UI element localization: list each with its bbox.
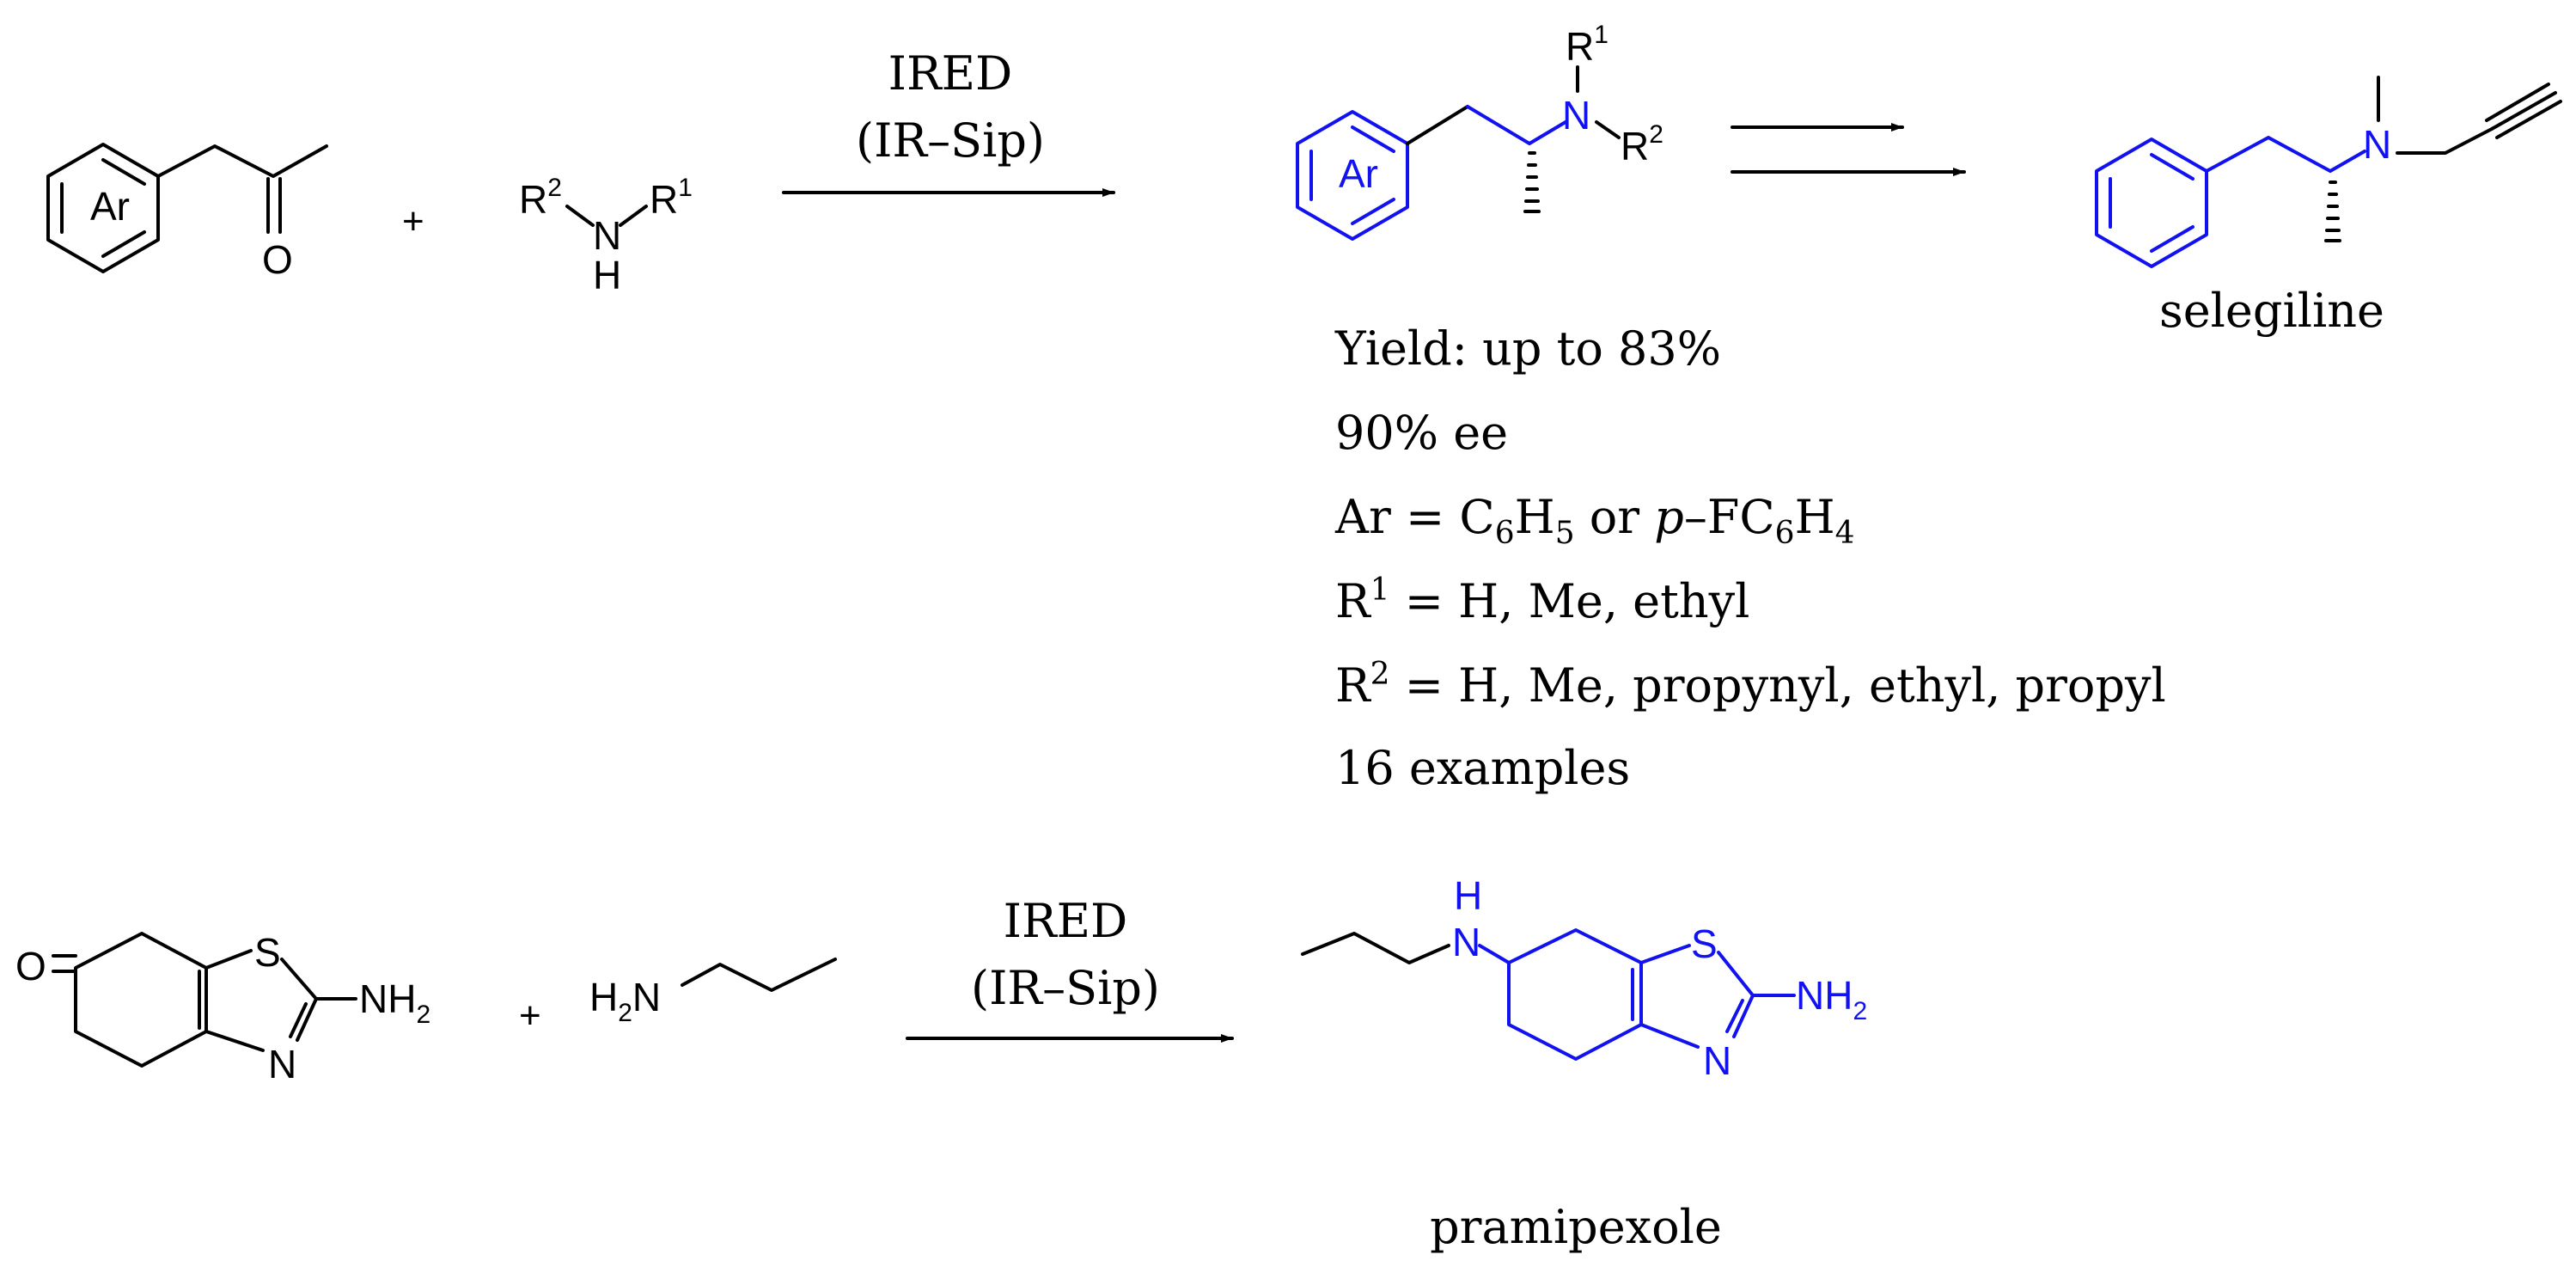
ketone-chain xyxy=(156,144,328,178)
amine-hydrogen: H xyxy=(593,253,621,297)
selegiline-name: selegiline xyxy=(2159,284,2384,338)
product-chain xyxy=(1466,105,1567,145)
product-selegiline: N selegiline xyxy=(2095,76,2562,338)
reaction-conditions: Yield: up to 83% 90% ee Ar = C6H5 or p–F… xyxy=(1334,321,2166,795)
product-r2: R2 xyxy=(1621,120,1663,168)
yield-line: Yield: up to 83% xyxy=(1334,321,1721,376)
amine-r1: R1 xyxy=(650,174,693,222)
ee-line: 90% ee xyxy=(1335,406,1508,460)
thiazole-sulfur: S xyxy=(1691,921,1718,966)
phenyl-ring xyxy=(2095,138,2208,268)
propyl-chain xyxy=(1301,932,1450,964)
examples-count: 16 examples xyxy=(1335,741,1630,795)
amine-r2: R2 xyxy=(519,174,562,222)
selegiline-chain xyxy=(2205,136,2366,173)
amine-bond xyxy=(619,205,648,227)
selegiline-nitrogen: N xyxy=(2363,122,2391,167)
propargyl-chain xyxy=(2396,127,2494,155)
thiazole-bond xyxy=(1639,1023,1700,1049)
plus-sign: + xyxy=(402,200,424,242)
catalyst-label: IRED xyxy=(888,46,1013,101)
cyclohexanone-ring xyxy=(74,932,208,1068)
amino-group: NH2 xyxy=(1796,973,1867,1025)
amine-nitrogen: N xyxy=(1452,920,1480,964)
triple-bond xyxy=(2495,100,2562,139)
catalyst-label: (IR–Sip) xyxy=(856,113,1045,168)
phenyl-ring-inner-bond xyxy=(2150,153,2194,181)
catalyst-label: (IR–Sip) xyxy=(971,961,1160,1015)
thiazole-bond xyxy=(204,949,253,970)
amine-nitrogen: N xyxy=(593,213,621,258)
catalyst-label: IRED xyxy=(1004,894,1128,948)
thiazole-sulfur: S xyxy=(254,930,281,975)
aryl-ring-inner-bond xyxy=(101,230,146,258)
carbonyl-oxygen: O xyxy=(15,944,46,988)
thiazole-bond xyxy=(280,958,318,1042)
phenyl-ring-inner-bond xyxy=(2150,225,2194,253)
product-amine: Ar N R1 R2 xyxy=(1296,21,1663,241)
amine-hydrogen: H xyxy=(1454,873,1482,918)
ring-label-ar: Ar xyxy=(90,184,130,229)
reactant-benzothiazolone: O S N NH2 xyxy=(15,930,430,1086)
pramipexole-name: pramipexole xyxy=(1430,1200,1722,1254)
thiazole-double-bond xyxy=(1725,999,1744,1033)
carbonyl-oxygen: O xyxy=(262,237,293,282)
n-r2-bond xyxy=(1595,120,1621,139)
thiazole-bond xyxy=(204,1030,265,1052)
amine-ring-bond xyxy=(1478,944,1511,964)
amino-group: NH2 xyxy=(359,976,430,1029)
r2-definition: R2 = H, Me, propynyl, ethyl, propyl xyxy=(1335,657,2166,713)
reactant-amine: R2 N H R1 xyxy=(519,174,693,297)
thiazole-bond xyxy=(1717,951,1755,1038)
reaction-arrow-2: IRED (IR–Sip) xyxy=(906,894,1234,1043)
product-r1: R1 xyxy=(1566,21,1608,69)
plus-sign: + xyxy=(519,995,541,1037)
product-chain xyxy=(1406,105,1469,145)
aryl-ring-inner-bond xyxy=(101,158,146,186)
thiazole-bond xyxy=(1639,944,1691,964)
propyl-chain xyxy=(681,958,837,992)
thiazole-nitrogen: N xyxy=(1703,1038,1731,1083)
thiazole-nitrogen: N xyxy=(268,1042,296,1086)
propylamine-nh2: H2N xyxy=(589,975,661,1027)
aryl-ring-inner-bond xyxy=(1351,198,1395,225)
stereo-hash-bond xyxy=(1523,151,1541,213)
amine-bond xyxy=(565,205,595,227)
product-pramipexole: H N S N NH2 pramipexole xyxy=(1301,873,1867,1254)
cyclohexene-ring xyxy=(1507,928,1643,1061)
stereo-hash-bond xyxy=(2324,181,2341,242)
reaction-arrow-1: IRED (IR–Sip) xyxy=(782,46,1115,197)
r1-definition: R1 = H, Me, ethyl xyxy=(1335,572,1749,628)
product-nitrogen: N xyxy=(1562,93,1590,138)
ar-definition: Ar = C6H5 or p–FC6H4 xyxy=(1334,490,1855,551)
thiazole-double-bond xyxy=(289,1002,308,1038)
aryl-ring-inner-bond xyxy=(1351,125,1395,153)
triple-bond xyxy=(2485,83,2550,122)
ring-label-ar: Ar xyxy=(1339,151,1378,196)
triple-bond xyxy=(2490,91,2557,131)
reactant-arylacetone: Ar O xyxy=(46,143,328,282)
reactant-propylamine: H2N xyxy=(589,958,837,1027)
